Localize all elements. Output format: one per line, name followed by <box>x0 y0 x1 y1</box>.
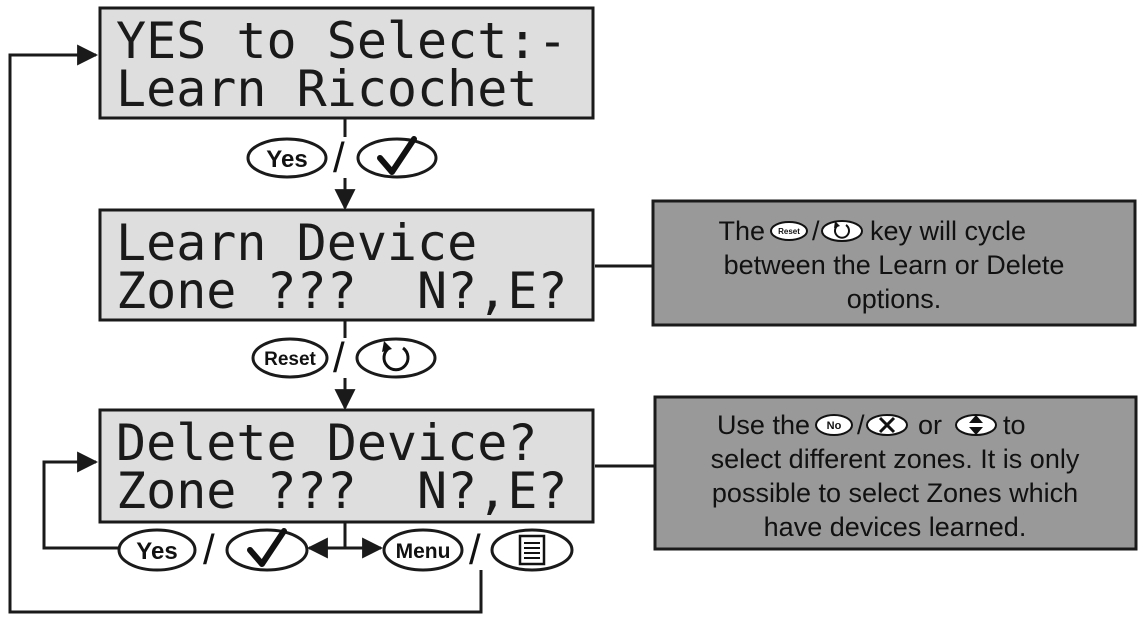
cycle-icon <box>834 221 850 239</box>
note-cycle-line2: between the Learn or Delete <box>724 250 1065 280</box>
loop-menu-to-select <box>8 44 483 614</box>
up-down-key-small <box>955 414 997 436</box>
note-cycle-line3: options. <box>847 284 942 314</box>
svg-text:Yes: Yes <box>136 538 177 565</box>
yes-key-bottom[interactable]: Yes <box>117 528 197 572</box>
note-zones-line3: possible to select Zones which <box>712 478 1078 508</box>
svg-text:Yes: Yes <box>266 146 307 173</box>
check-icon <box>247 528 287 567</box>
loop-yes-to-delete <box>42 451 118 550</box>
lcd-screen-learn: Learn Device Zone ??? N?,E? <box>98 208 595 322</box>
svg-text:Reset: Reset <box>264 349 316 370</box>
note-cycle-line1-pre: The <box>718 216 765 246</box>
cycle-key[interactable] <box>355 337 437 379</box>
lcd-select-line1: YES to Select:- <box>116 12 568 70</box>
cycle-icon <box>382 341 410 372</box>
svg-text:Reset: Reset <box>778 227 800 236</box>
lcd-delete-line2: Zone ??? N?,E? <box>116 462 568 520</box>
lcd-screen-select: YES to Select:- Learn Ricochet <box>98 6 595 120</box>
cross-icon <box>878 416 896 434</box>
note-zones-line2: select different zones. It is only <box>711 444 1080 474</box>
reset-key[interactable]: Reset <box>251 337 329 379</box>
lcd-screen-delete: Delete Device? Zone ??? N?,E? <box>98 408 595 524</box>
slash-separator: / <box>857 410 865 440</box>
yes-key-top[interactable]: Yes <box>246 137 328 179</box>
note-box-zones: Use the No / or to select different zone… <box>653 395 1138 551</box>
check-key-top[interactable] <box>356 136 438 179</box>
cycle-key-small <box>821 220 863 242</box>
svg-text:Menu: Menu <box>396 540 451 563</box>
slash-separator: / <box>333 134 345 181</box>
lcd-learn-line1: Learn Device <box>116 214 477 272</box>
note-zones-line1-post: to <box>1003 410 1026 440</box>
lcd-select-line2: Learn Ricochet <box>116 60 537 118</box>
note-cycle-line1-post: key will cycle <box>870 216 1026 246</box>
menu-list-icon <box>518 534 546 566</box>
svg-text:No: No <box>827 420 842 432</box>
no-key-small: No <box>815 414 853 436</box>
menu-list-key[interactable] <box>490 528 574 572</box>
check-icon <box>377 136 417 175</box>
check-key-bottom[interactable] <box>225 528 309 572</box>
note-zones-line4: have devices learned. <box>764 512 1027 542</box>
menu-key[interactable]: Menu <box>382 528 464 572</box>
up-down-icon <box>969 415 983 435</box>
note-zones-line1-pre: Use the <box>717 410 810 440</box>
slash-separator: / <box>812 216 820 246</box>
note-box-cycle: The Reset / key will cycle between the L… <box>651 199 1137 327</box>
reset-key-small: Reset <box>770 221 808 241</box>
note-zones-line1-mid: or <box>918 410 942 440</box>
slash-separator: / <box>333 334 345 381</box>
slash-separator: / <box>469 526 481 573</box>
lcd-delete-line1: Delete Device? <box>116 414 537 472</box>
slash-separator: / <box>203 526 215 573</box>
lcd-learn-line2: Zone ??? N?,E? <box>116 262 568 320</box>
cross-key-small <box>866 414 908 436</box>
